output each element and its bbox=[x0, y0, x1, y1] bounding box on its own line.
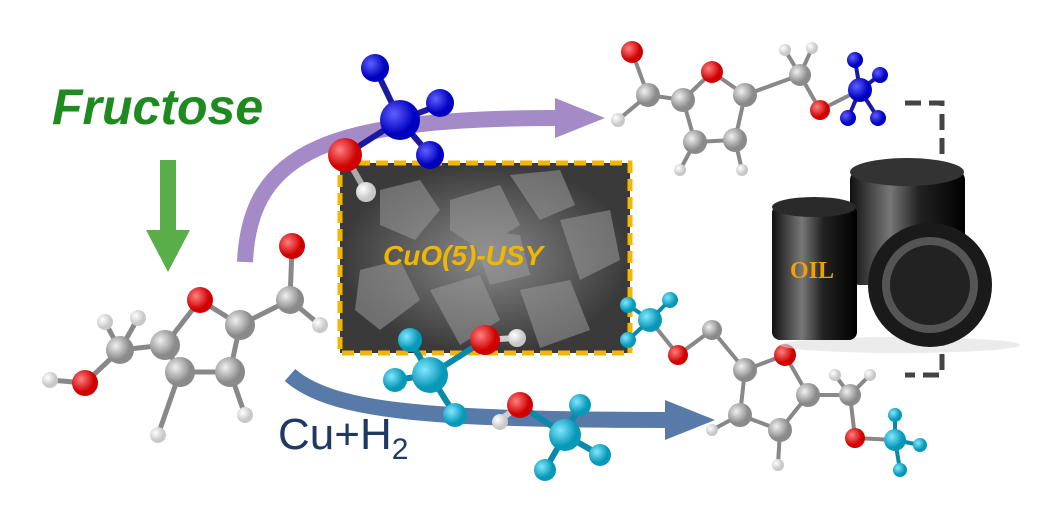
nitrogen-reagent-molecule bbox=[328, 54, 454, 202]
down-arrow-icon bbox=[146, 160, 190, 272]
catalyst-label: CuO(5)-USY bbox=[383, 240, 544, 271]
methanol-molecules bbox=[383, 325, 611, 481]
oil-barrels-icon bbox=[772, 158, 1020, 353]
upper-reaction-arrow bbox=[237, 98, 605, 263]
lower-reaction-arrow bbox=[284, 368, 715, 440]
lower-product-molecule bbox=[620, 292, 927, 477]
hmf-molecule bbox=[42, 233, 328, 443]
upper-product-molecule bbox=[611, 41, 888, 176]
oil-label: OIL bbox=[790, 258, 835, 284]
reduction-label-main: Cu+H bbox=[278, 410, 392, 459]
reduction-label: Cu+H2 bbox=[278, 410, 408, 467]
catalyst-sem-image bbox=[337, 160, 633, 356]
fructose-label: Fructose bbox=[52, 79, 264, 135]
reduction-label-subscript: 2 bbox=[391, 432, 409, 466]
